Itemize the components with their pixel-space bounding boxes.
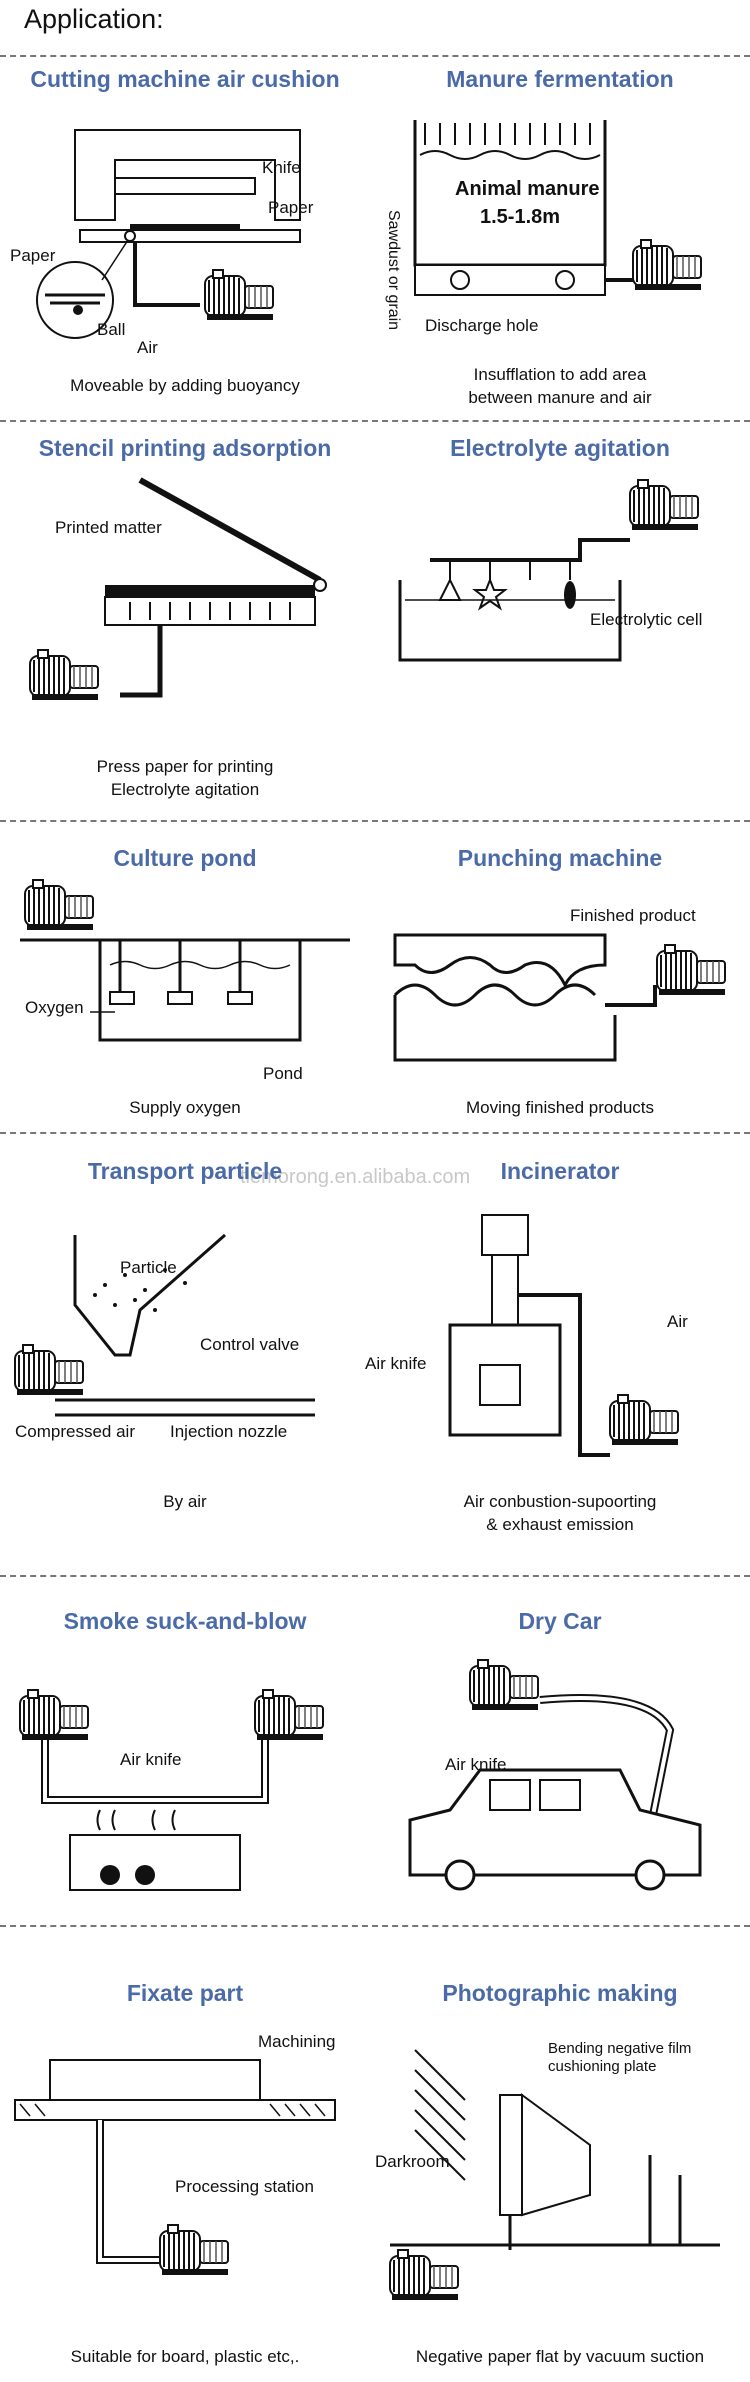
caption-line: between manure and air (468, 388, 652, 407)
caption: Moving finished products (465, 1098, 655, 1117)
label-particle: Particle (120, 1258, 177, 1277)
section-divider (0, 55, 750, 57)
label-compressed-air: Compressed air (15, 1422, 135, 1441)
label-ball: Ball (97, 320, 126, 339)
section-divider (0, 1575, 750, 1577)
caption-line: Electrolyte agitation (110, 780, 260, 799)
label-paper: Paper (268, 198, 314, 217)
caption: By air (163, 1492, 207, 1511)
label-printed-matter: Printed matter (55, 518, 162, 537)
section-divider (0, 1925, 750, 1927)
section-title: Electrolyte agitation (450, 435, 670, 461)
section-title: Smoke suck-and-blow (63, 1608, 307, 1634)
section-title: Fixate part (126, 1980, 244, 2006)
label-film-line: cushioning plate (548, 2058, 657, 2075)
pond-drawing (20, 879, 350, 1042)
label-air-knife: Air knife (365, 1354, 427, 1373)
cutting-machine-drawing (36, 129, 301, 339)
section-title: Punching machine (457, 845, 663, 871)
section-title: Incinerator (500, 1158, 620, 1184)
label-air: Air (137, 338, 158, 357)
caption-line: Air conbustion-supoorting (463, 1492, 657, 1511)
stencil-drawing (29, 477, 327, 701)
smoke-drawing (19, 1689, 324, 1891)
car-drawing (408, 1659, 702, 1891)
label-depth: 1.5-1.8m (480, 206, 561, 228)
manure-drawing (413, 120, 702, 296)
label-sawdust: Sawdust or grain (385, 210, 402, 331)
fixate-drawing (14, 2059, 336, 2276)
caption: Negative paper flat by vacuum suction (415, 2347, 705, 2366)
transport-drawing (14, 1233, 315, 1417)
label-air: Air (667, 1312, 688, 1331)
incinerator-drawing (448, 1214, 679, 1457)
label-processing-station: Processing station (175, 2177, 314, 2196)
caption-line: Insufflation to add area (473, 365, 647, 384)
section-title: Cutting machine air cushion (30, 66, 340, 92)
section-divider (0, 820, 750, 822)
label-air-knife: Air knife (120, 1750, 182, 1769)
label-paper: Paper (10, 246, 56, 265)
label-darkroom: Darkroom (375, 2152, 450, 2171)
label-machining: Machining (258, 2032, 336, 2051)
section-title: Stencil printing adsorption (38, 435, 332, 461)
label-air-knife: Air knife (445, 1755, 507, 1774)
label-animal-manure: Animal manure (455, 178, 600, 200)
label-control-valve: Control valve (200, 1335, 300, 1354)
section-divider (0, 1132, 750, 1134)
label-knife: Knife (262, 158, 301, 177)
photo-drawing (389, 2049, 720, 2301)
section-title: Transport particle (87, 1158, 283, 1184)
label-discharge-hole: Discharge hole (425, 316, 539, 335)
electrolyte-drawing (398, 479, 699, 662)
caption-line: Press paper for printing (96, 757, 274, 776)
page-title: Application: (24, 4, 164, 34)
caption: Supply oxygen (129, 1098, 241, 1117)
label-pond: Pond (263, 1064, 303, 1083)
section-divider (0, 420, 750, 422)
punching-drawing (393, 933, 726, 1062)
label-oxygen: Oxygen (25, 998, 84, 1017)
caption: Moveable by adding buoyancy (70, 376, 300, 395)
label-finished-product: Finished product (570, 906, 696, 925)
section-title: Photographic making (442, 1980, 678, 2006)
label-film-line: Bending negative film (548, 2040, 692, 2057)
section-title: Manure fermentation (446, 66, 674, 92)
section-title: Culture pond (113, 845, 257, 871)
label-electrolytic-cell: Electrolytic cell (590, 610, 703, 629)
watermark: tiemorong.en.alibaba.com (240, 1166, 471, 1188)
caption: Suitable for board, plastic etc,. (70, 2347, 300, 2366)
section-title: Dry Car (518, 1608, 602, 1634)
caption-line: & exhaust emission (486, 1515, 634, 1534)
label-injection-nozzle: Injection nozzle (170, 1422, 288, 1441)
